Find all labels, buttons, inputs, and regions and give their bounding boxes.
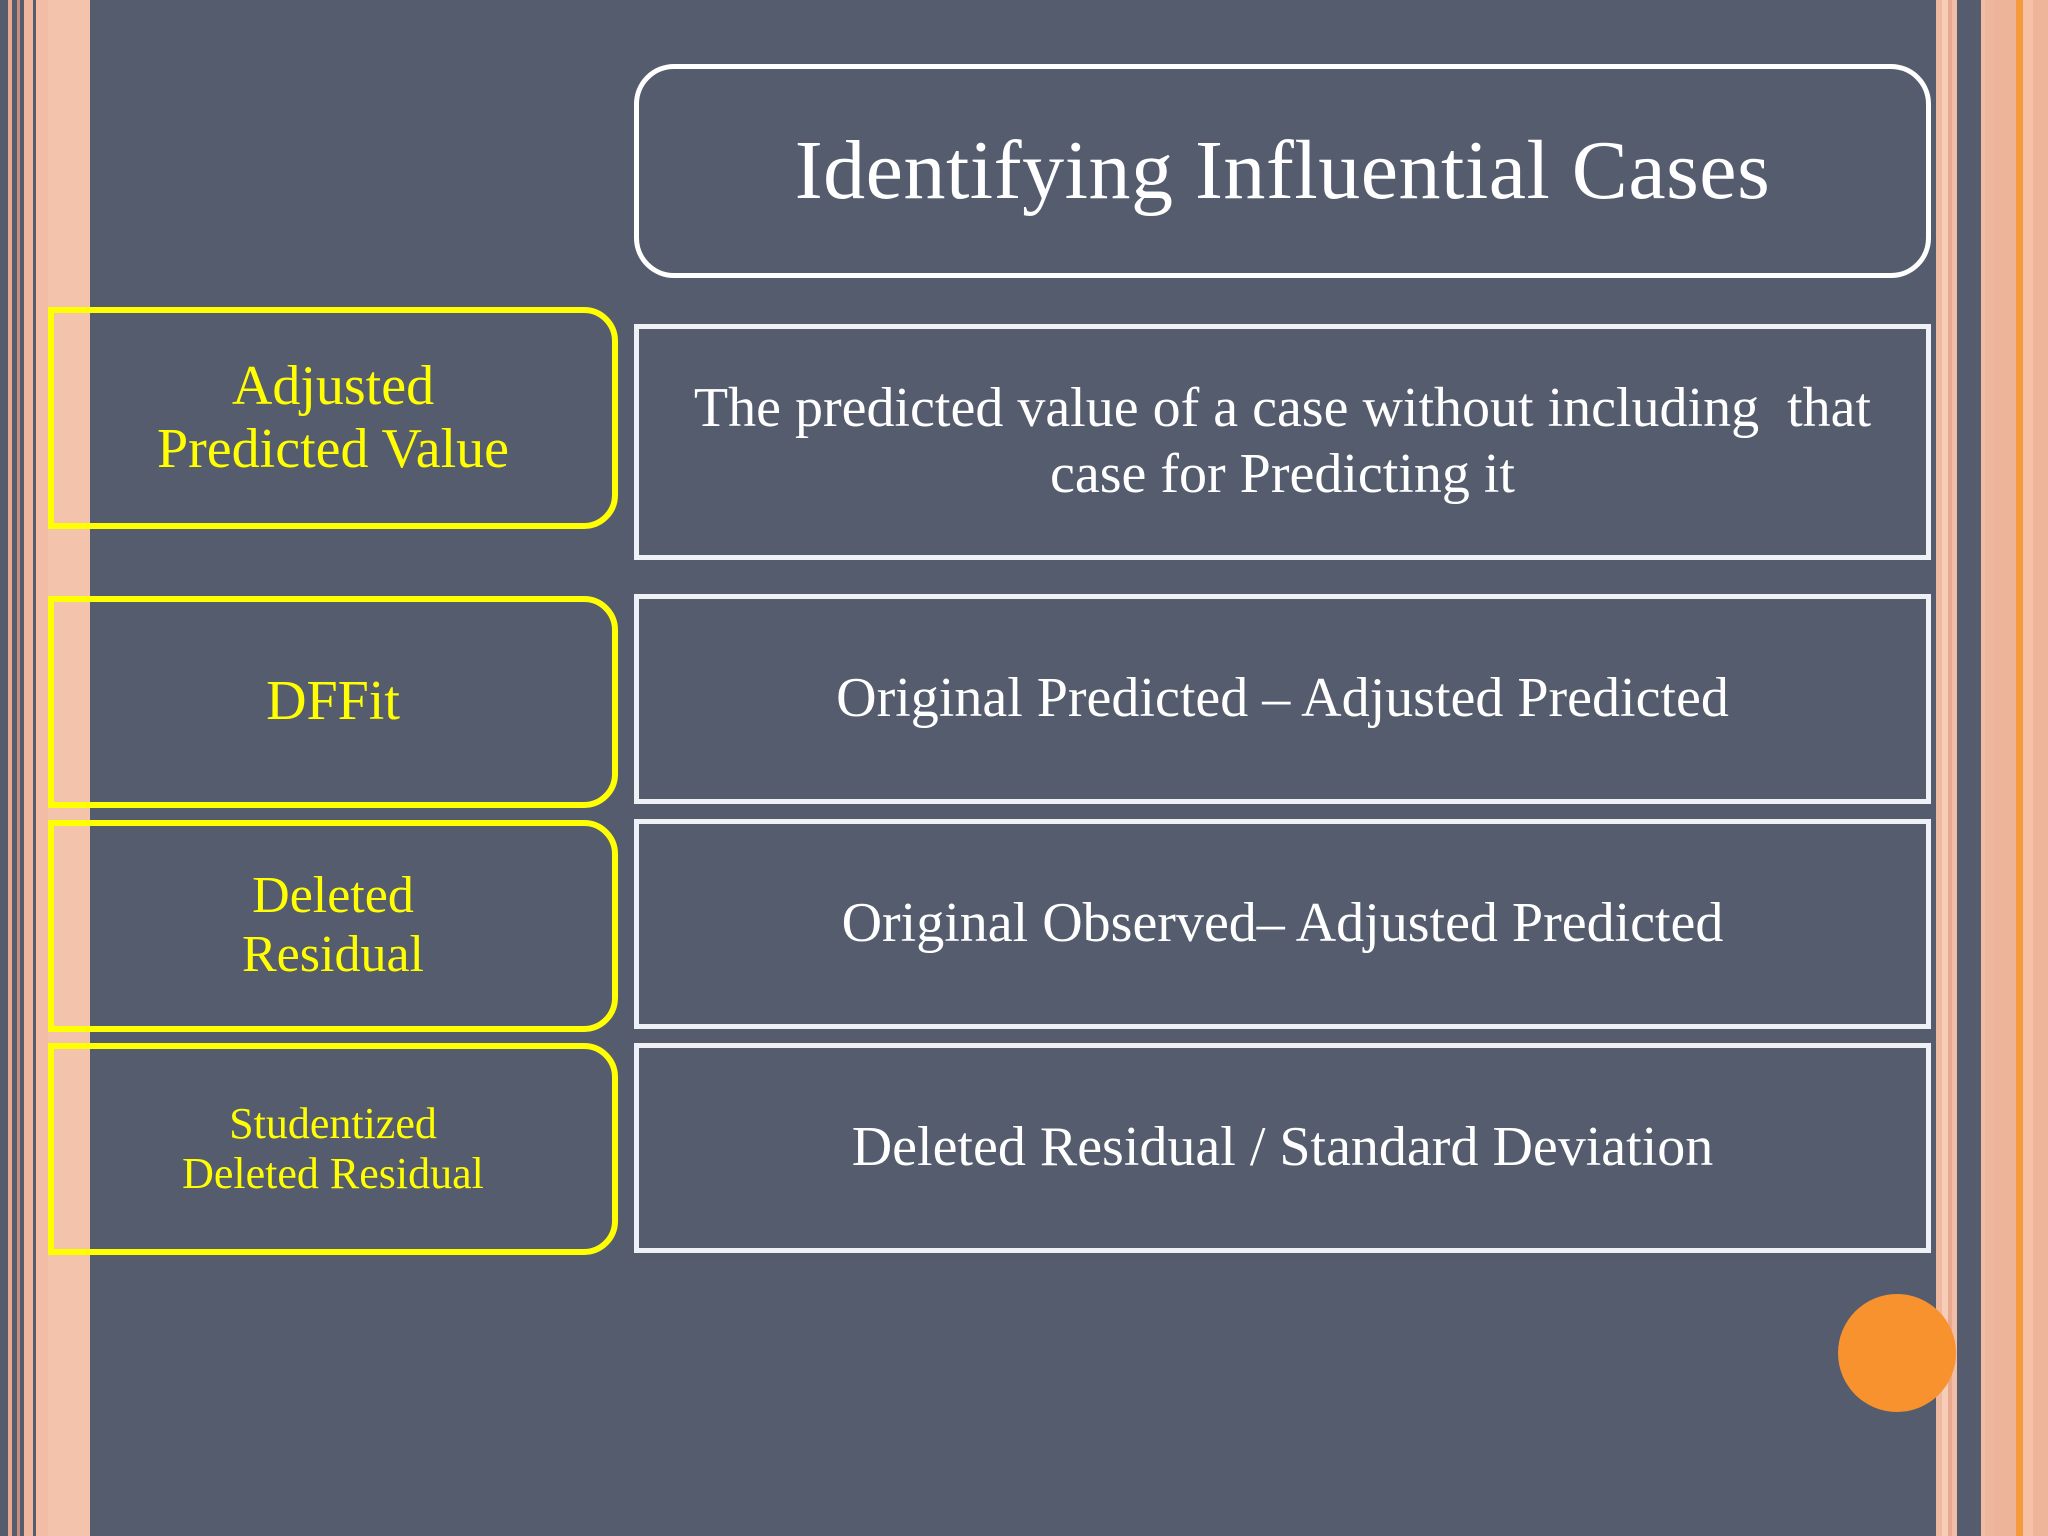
term-line-2: Predicted Value [157,418,509,480]
term-label: Studentized Deleted Residual [172,1099,494,1198]
right-stripe-1 [1942,0,1948,1536]
right-stripe-3 [1952,0,1957,1536]
term-line-1: Deleted [252,867,414,925]
left-stripe-4 [20,0,24,1536]
right-stripe-6 [1981,0,1985,1536]
left-stripe-3 [17,0,20,1536]
definition-box-dffit: Original Predicted – Adjusted Predicted [634,594,1931,804]
term-line-1: Adjusted [231,354,435,417]
term-box-adjusted-predicted-value: Adjusted Predicted Value [48,307,618,529]
term-box-deleted-residual: Deleted Residual [48,820,618,1032]
right-stripe-0 [1936,0,1942,1536]
left-stripe-2 [12,0,17,1536]
definition-box-deleted-residual: Original Observed– Adjusted Predicted [634,819,1931,1029]
page-title: Identifying Influential Cases [794,124,1771,217]
right-stripe-11 [2033,0,2048,1536]
term-line-2: Deleted Residual [182,1149,484,1198]
right-stripe-5 [1960,0,1981,1536]
term-line-1: DFFit [266,670,400,733]
accent-circle-decoration [1838,1294,1956,1412]
definition-text: Original Predicted – Adjusted Predicted [836,667,1729,730]
term-label: Adjusted Predicted Value [147,355,519,482]
left-stripe-6 [33,0,36,1536]
slide-title-box: Identifying Influential Cases [634,64,1931,278]
definition-box-adjusted-predicted-value: The predicted value of a case without in… [634,324,1931,560]
right-stripe-10 [2023,0,2033,1536]
term-label: Deleted Residual [232,867,434,985]
term-label: DFFit [256,670,410,733]
term-box-dffit: DFFit [48,596,618,808]
definition-text: Deleted Residual / Standard Deviation [851,1116,1714,1179]
definition-text: Original Observed– Adjusted Predicted [841,892,1724,955]
left-stripe-5 [24,0,33,1536]
term-box-studentized-deleted-residual: Studentized Deleted Residual [48,1043,618,1255]
left-stripe-7 [36,0,48,1536]
left-stripe-1 [8,0,12,1536]
right-stripe-7 [1985,0,1994,1536]
term-line-1: Studentized [229,1099,437,1149]
definition-box-studentized-deleted-residual: Deleted Residual / Standard Deviation [634,1043,1931,1253]
left-stripe-8 [48,0,90,1536]
right-stripe-2 [1948,0,1952,1536]
right-stripe-9 [2016,0,2023,1536]
left-stripe-0 [0,0,8,1536]
right-stripe-4 [1957,0,1960,1536]
right-stripe-8 [1994,0,2016,1536]
definition-text: The predicted value of a case without in… [693,377,1886,505]
term-line-2: Residual [242,926,424,983]
